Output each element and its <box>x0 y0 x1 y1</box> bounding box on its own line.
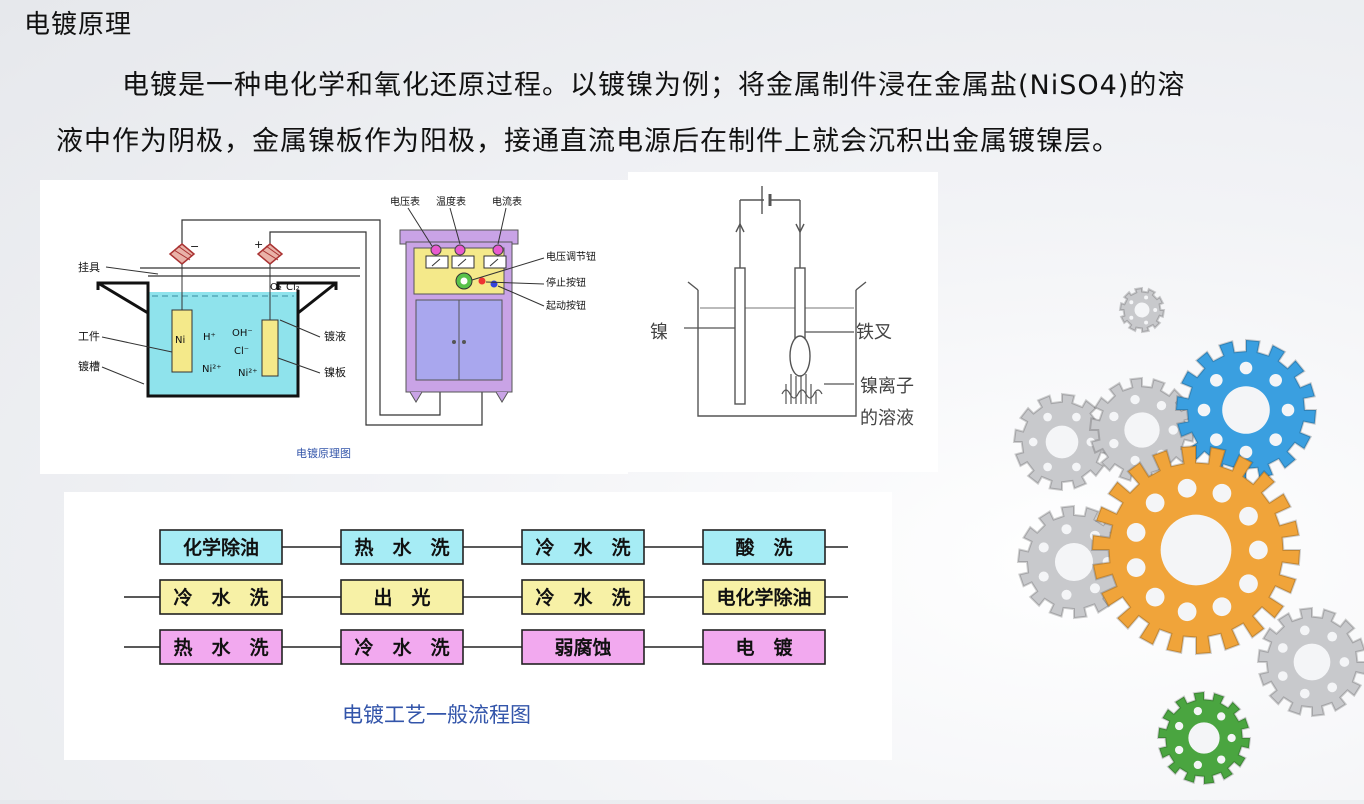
stop-button-label: 停止按钮 <box>546 276 586 289</box>
nickel-plate-electrode <box>261 319 279 377</box>
flow-step-box: 弱腐蚀 <box>521 629 645 665</box>
electroplating-principle-diagram: − + Ni H⁺ Ni²⁺ OH⁻ Cl⁻ Ni²⁺ O₂ Cl₂ 挂具 工件… <box>40 180 628 474</box>
flow-step-box: 冷 水 洗 <box>521 579 645 615</box>
minus-sign: − <box>190 240 199 253</box>
flow-step-label: 冷 水 洗 <box>535 536 630 559</box>
workpiece-electrode <box>171 309 193 373</box>
ni2-left-label: Ni²⁺ <box>202 364 222 375</box>
flow-step-label: 冷 水 洗 <box>354 636 449 659</box>
flow-step-box: 化学除油 <box>159 529 283 565</box>
flow-step-label: 弱腐蚀 <box>554 636 611 659</box>
principle-svg: − + Ni H⁺ Ni²⁺ OH⁻ Cl⁻ Ni²⁺ O₂ Cl₂ 挂具 工件… <box>78 195 596 460</box>
workpiece-label: 工件 <box>78 330 100 343</box>
nickel-label: 镍 <box>650 322 668 343</box>
ion-solution-coil <box>785 374 817 404</box>
thermometer-label: 温度表 <box>436 195 466 208</box>
wire-anode <box>269 231 483 426</box>
beaker <box>697 290 857 417</box>
flow-step-box: 冷 水 洗 <box>159 579 283 615</box>
principle-caption: 电镀原理图 <box>296 446 351 460</box>
flow-step-box: 热 水 洗 <box>159 629 283 665</box>
tank-handles <box>97 281 337 315</box>
ammeter-indicator <box>492 244 504 256</box>
intro-line-1: 电镀是一种电化学和氧化还原过程。以镀镍为例；将金属制件浸在金属盐(NiSO4)的… <box>122 70 1186 101</box>
cl-label: Cl⁻ <box>234 346 249 357</box>
flow-step-label: 电化学除油 <box>716 586 811 609</box>
intro-line-2: 液中作为阴极，金属镍板作为阳极，接通直流电源后在制件上就会沉积出金属镀镍层。 <box>56 126 1120 157</box>
hanger-label: 挂具 <box>78 260 100 274</box>
silver-gear-icon <box>1256 606 1364 718</box>
decorative-gears <box>1000 270 1364 800</box>
o2-label: O₂ <box>270 282 282 293</box>
plus-sign: + <box>254 238 263 251</box>
blue-gear-icon <box>1174 338 1318 482</box>
start-button[interactable] <box>490 280 498 288</box>
wire-cathode <box>181 219 441 416</box>
tank-rim-left <box>96 281 150 290</box>
ni2-right-label: Ni²⁺ <box>238 368 258 379</box>
flow-step-box: 电 镀 <box>702 629 826 665</box>
flow-step-label: 出 光 <box>373 586 430 609</box>
flow-step-label: 冷 水 洗 <box>535 586 630 609</box>
voltmeter-indicator <box>430 244 442 256</box>
stop-button[interactable] <box>478 277 486 285</box>
iron-fork <box>789 335 811 377</box>
intro-paragraph: 电镀是一种电化学和氧化还原过程。以镀镍为例；将金属制件浸在金属盐(NiSO4)的… <box>56 58 1346 170</box>
nickel-plating-cell-diagram: 镍 铁叉 镍离子 的溶液 <box>628 172 938 472</box>
flow-step-box: 酸 洗 <box>702 529 826 565</box>
nickel-electrode <box>734 267 746 405</box>
flow-step-box: 电化学除油 <box>702 579 826 615</box>
flow-step-label: 化学除油 <box>183 536 259 559</box>
tank <box>146 290 300 398</box>
ion-solution-label-1: 镍离子 <box>860 376 914 397</box>
h-plus-label: H⁺ <box>203 332 216 343</box>
ion-solution-label-2: 的溶液 <box>860 408 914 429</box>
start-button-label: 起动按钮 <box>546 299 586 312</box>
page-title: 电镀原理 <box>24 10 133 40</box>
oh-label: OH⁻ <box>232 328 253 339</box>
orange-gear-icon <box>1090 444 1302 656</box>
cl2-label: Cl₂ <box>286 282 300 293</box>
process-flow-diagram: 化学除油热 水 洗冷 水 洗酸 洗冷 水 洗出 光冷 水 洗电化学除油热 水 洗… <box>64 492 892 760</box>
tank-label: 镀槽 <box>78 359 100 373</box>
voltmeter-label: 电压表 <box>390 195 420 208</box>
iron-fork-label: 铁叉 <box>856 322 892 343</box>
flow-step-box: 冷 水 洗 <box>340 629 464 665</box>
silver-gear-icon <box>1016 504 1132 620</box>
iron-fork-handle <box>794 267 806 339</box>
flow-step-label: 冷 水 洗 <box>173 586 268 609</box>
silver-gear-icon <box>1012 392 1112 492</box>
flow-step-box: 冷 水 洗 <box>521 529 645 565</box>
green-gear-icon <box>1156 690 1252 786</box>
flow-step-label: 电 镀 <box>735 636 793 659</box>
cell-svg: 镍 铁叉 镍离子 的溶液 <box>650 186 914 429</box>
flow-step-box: 热 水 洗 <box>340 529 464 565</box>
gears-icon <box>1012 286 1364 786</box>
solution-label: 镀液 <box>324 329 346 343</box>
flow-svg: 化学除油热 水 洗冷 水 洗酸 洗冷 水 洗出 光冷 水 洗电化学除油热 水 洗… <box>124 529 848 727</box>
tank-rim-right <box>276 281 338 290</box>
plate-label: 镍板 <box>324 365 346 379</box>
flow-caption: 电镀工艺一般流程图 <box>342 703 531 727</box>
flow-step-box: 出 光 <box>340 579 464 615</box>
voltage-knob-label: 电压调节钮 <box>546 250 596 263</box>
ni-label: Ni <box>175 335 185 346</box>
ammeter-label: 电流表 <box>492 195 522 208</box>
thermometer-indicator <box>454 244 466 256</box>
flow-step-label: 热 水 洗 <box>173 636 268 659</box>
flow-step-label: 酸 洗 <box>735 536 792 559</box>
flow-step-label: 热 水 洗 <box>354 536 449 559</box>
small-silver-gear-icon <box>1118 286 1166 334</box>
